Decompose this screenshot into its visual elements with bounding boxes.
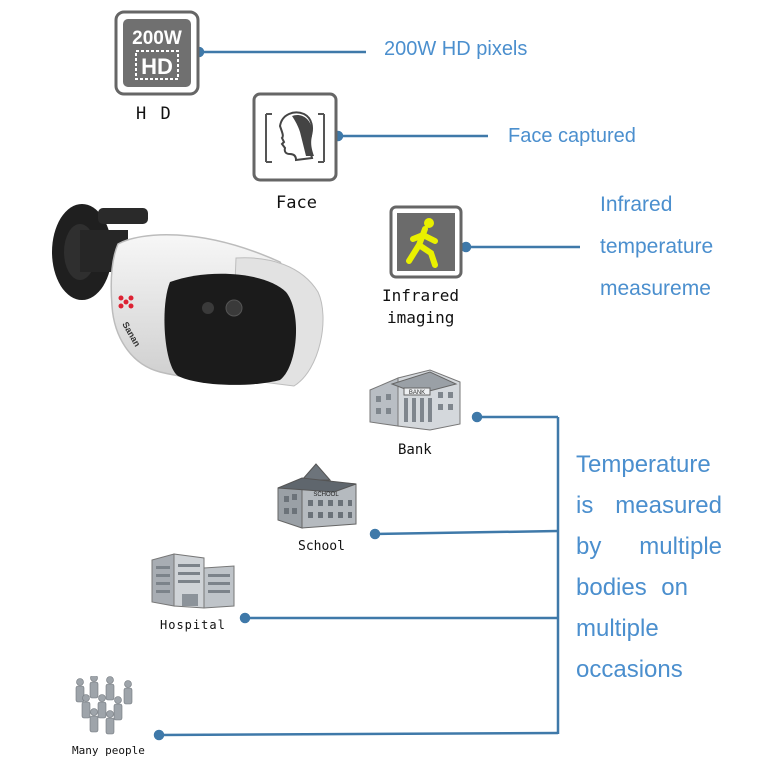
- face-label: Face captured: [508, 125, 636, 147]
- statement-line-1: Temperature: [576, 451, 711, 478]
- many-people-icon: [75, 676, 133, 735]
- hospital-caption: Hospital: [160, 618, 226, 632]
- people-connector: [158, 731, 559, 737]
- face-caption: Face: [276, 193, 317, 213]
- infrared-label: Infrared temperature measureme: [600, 184, 713, 310]
- hd-icon-text-top: 200W: [132, 28, 182, 49]
- infrared-label-line2: temperature: [600, 235, 714, 258]
- school-caption: School: [298, 539, 345, 554]
- hospital-building-icon: [151, 553, 235, 609]
- hd-icon-text-bottom: HD: [141, 54, 173, 79]
- people-caption: Many people: [72, 744, 145, 757]
- infrared-caption: Infrared imaging: [382, 285, 459, 329]
- infrared-caption-line2: imaging: [387, 308, 455, 327]
- school-connector: [374, 529, 559, 536]
- statement-line-6: occasions: [576, 656, 683, 683]
- bank-building-icon: BANK: [369, 369, 461, 431]
- infrared-label-line1: Infrared: [600, 193, 673, 216]
- infrared-label-line3: measureme: [600, 277, 711, 300]
- hd-icon: 200W HD: [114, 10, 200, 96]
- hd-label: 200W HD pixels: [384, 38, 528, 60]
- bank-caption: Bank: [398, 442, 432, 458]
- school-sign-text: SCHOOL: [313, 492, 339, 498]
- hd-caption: H D: [136, 104, 173, 124]
- infrared-running-icon: [389, 205, 463, 279]
- statement-line-5: multiple: [576, 615, 659, 642]
- school-building-icon: SCHOOL: [277, 463, 357, 529]
- face-icon: [252, 92, 338, 182]
- infrared-caption-line1: Infrared: [382, 286, 460, 305]
- thermal-camera-image: Sanan: [52, 204, 324, 387]
- bank-sign-text: BANK: [409, 390, 425, 396]
